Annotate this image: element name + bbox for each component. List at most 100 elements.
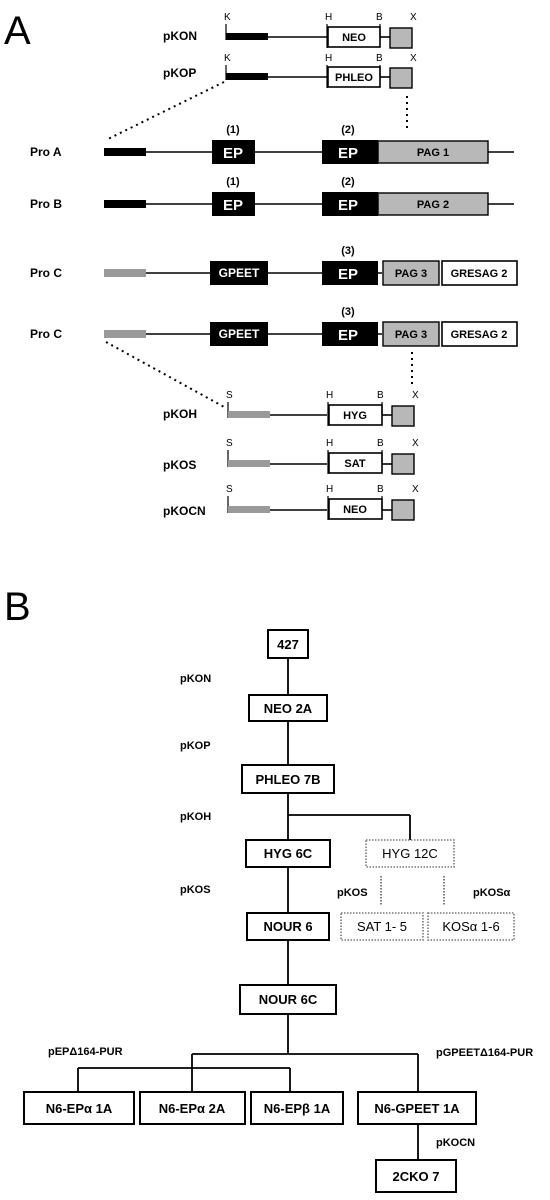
node-label: SAT 1- 5 (357, 919, 407, 934)
copy-number: (3) (341, 306, 355, 318)
node-n6-gpeet-1a: N6-GPEET 1A (357, 1091, 477, 1125)
node-2cko-7: 2CKO 7 (375, 1159, 457, 1193)
flank-5prime (228, 411, 270, 418)
node-n6-epb-1a: N6-EPβ 1A (250, 1091, 344, 1125)
gene-label: GRESAG 2 (451, 268, 508, 280)
flank-3prime (389, 67, 413, 89)
node-label: 2CKO 7 (393, 1169, 440, 1184)
copy-number: (1) (226, 176, 240, 188)
gene-label: PAG 2 (417, 199, 449, 211)
locus-label: Pro C (30, 266, 62, 280)
node-phleo-7b: PHLEO 7B (241, 764, 335, 794)
gene-label: EP (338, 327, 358, 344)
edge-label-pkon: pKON (180, 673, 211, 685)
construct-pkop: pKOP K H PHLEO B X (163, 53, 417, 89)
gene-label: PAG 3 (395, 268, 427, 280)
gene-label: EP (223, 145, 243, 162)
edge-label-pkocn: pKOCN (436, 1137, 475, 1149)
construct-label: pKOH (163, 407, 197, 421)
construct-label: pKON (163, 29, 197, 43)
site-label: H (326, 390, 333, 401)
site-label: B (377, 438, 384, 449)
site-label: H (326, 484, 333, 495)
edge-label-pgpeet164: pGPEETΔ164-PUR (436, 1047, 533, 1059)
gpeet-gene (210, 322, 268, 346)
site-label: X (410, 53, 417, 64)
site-label: X (412, 438, 419, 449)
node-label: PHLEO 7B (255, 772, 320, 787)
panel-a-letter: A (4, 9, 31, 53)
node-n6-epa-1a: N6-EPα 1A (23, 1091, 135, 1125)
construct-pkocn: pKOCN S H NEO B X (163, 484, 419, 521)
construct-pkos: pKOS S H SAT B X (163, 438, 419, 475)
gene-label: EP (223, 197, 243, 214)
ep-gene (322, 322, 378, 346)
edge-label-pkop: pKOP (180, 740, 211, 752)
site-label: K (224, 12, 231, 23)
node-hyg-6c: HYG 6C (245, 839, 331, 868)
edge-label-pkosa: pKOSα (473, 887, 511, 899)
locus-pro-c: Pro C GPEET (3) EP PAG 3 GRESAG 2 (30, 306, 518, 347)
site-label: X (412, 484, 419, 495)
node-label: HYG 6C (264, 846, 313, 861)
panel-b-letter: B (4, 585, 31, 629)
node-label: N6-EPα 2A (159, 1101, 226, 1116)
homology-line (105, 81, 225, 141)
site-label: B (376, 53, 383, 64)
flank-3prime (391, 405, 415, 427)
flank-block (104, 269, 146, 277)
gene-label: PAG 3 (395, 329, 427, 341)
node-sat-1-5: SAT 1- 5 (340, 912, 424, 941)
site-label: H (325, 12, 332, 23)
ep-gene (322, 261, 378, 285)
gene-label: GPEET (219, 266, 260, 280)
site-label: S (226, 484, 233, 495)
gene-label: EP (338, 266, 358, 283)
node-nour-6: NOUR 6 (246, 912, 330, 941)
node-427: 427 (267, 629, 309, 659)
construct-label: pKOCN (163, 504, 206, 518)
gene-label: EP (338, 197, 358, 214)
construct-label: pKOS (163, 458, 196, 472)
site-label: X (410, 12, 417, 23)
copy-number: (2) (341, 124, 355, 136)
site-label: B (377, 484, 384, 495)
locus-label: Pro A (30, 145, 62, 159)
gresag-gene (441, 260, 518, 286)
copy-number: (2) (341, 176, 355, 188)
gene-label: GRESAG 2 (451, 329, 508, 341)
node-label: N6-EPα 1A (46, 1101, 113, 1116)
gene-label: PAG 1 (417, 147, 449, 159)
pag-gene (382, 321, 440, 347)
locus-pro-b: Pro B (1) EP (2) EP PAG 2 (30, 176, 514, 216)
pag-gene (377, 140, 489, 164)
marker-label: NEO (342, 32, 366, 44)
marker-label: NEO (343, 504, 367, 516)
node-hyg-12c: HYG 12C (365, 839, 455, 868)
ep-gene (322, 192, 378, 216)
locus-pro-a: Pro A (1) EP (2) EP PAG 1 (30, 124, 514, 164)
node-nour-6c: NOUR 6C (239, 984, 337, 1015)
site-label: B (376, 12, 383, 23)
node-label: HYG 12C (382, 846, 438, 861)
node-label: NOUR 6 (263, 919, 312, 934)
site-label: K (224, 53, 231, 64)
marker-label: SAT (344, 458, 365, 470)
site-label: S (226, 390, 233, 401)
pag-gene (382, 260, 440, 286)
node-label: NEO 2A (264, 701, 313, 716)
site-label: H (326, 438, 333, 449)
locus-pro-c: Pro C GPEET (3) EP PAG 3 GRESAG 2 (30, 245, 518, 286)
construct-label: pKOP (163, 66, 196, 80)
homology-line (105, 341, 227, 409)
node-kosa-1-6: KOSα 1-6 (427, 912, 515, 941)
gene-label: GPEET (219, 327, 260, 341)
gene-label: EP (338, 145, 358, 162)
node-label: NOUR 6C (259, 992, 318, 1007)
site-label: H (325, 53, 332, 64)
gresag-gene (441, 321, 518, 347)
node-n6-epa-2a: N6-EPα 2A (139, 1091, 246, 1125)
site-label: X (412, 390, 419, 401)
edge-label-pkos: pKOS (180, 884, 211, 896)
